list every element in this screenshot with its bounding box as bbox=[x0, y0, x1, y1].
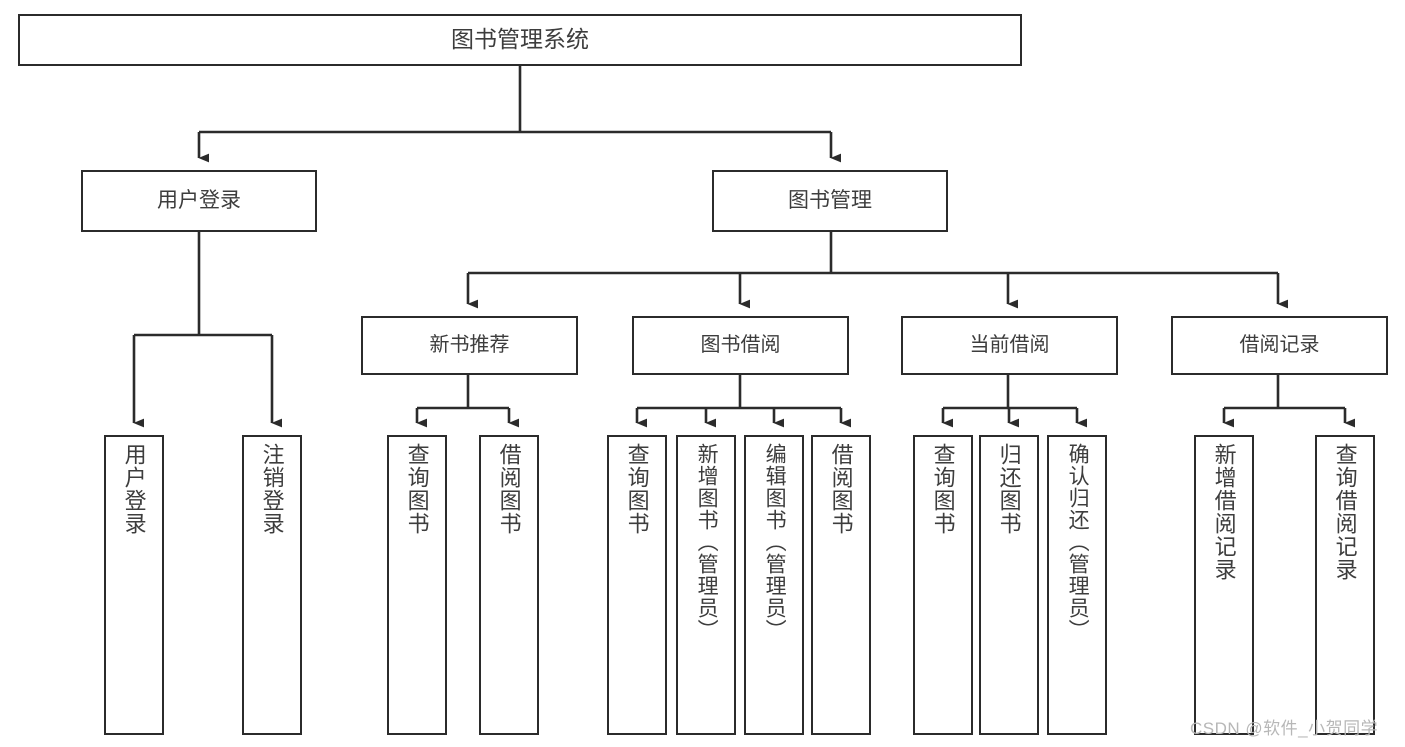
node-label: 用户登录 bbox=[157, 188, 241, 212]
node-label: 查询借阅记录 bbox=[1332, 443, 1358, 581]
node-label: 图书管理 bbox=[788, 188, 872, 212]
node-label: 图书管理系统 bbox=[451, 26, 589, 53]
leaf-edit-book-admin[interactable]: 编辑图书（管理员） bbox=[744, 435, 804, 735]
node-label: 归还图书 bbox=[996, 443, 1022, 535]
leaf-borrow-book[interactable]: 借阅图书 bbox=[811, 435, 871, 735]
leaf-return-book[interactable]: 归还图书 bbox=[979, 435, 1039, 735]
node-user-login[interactable]: 用户登录 bbox=[81, 170, 317, 232]
node-new-book-recommend[interactable]: 新书推荐 bbox=[361, 316, 578, 375]
node-label: 编辑图书（管理员） bbox=[763, 443, 787, 641]
node-label: 图书借阅 bbox=[700, 333, 781, 356]
node-label: 借阅图书 bbox=[496, 443, 522, 535]
leaf-add-book-admin[interactable]: 新增图书（管理员） bbox=[676, 435, 736, 735]
leaf-confirm-return-admin[interactable]: 确认归还（管理员） bbox=[1047, 435, 1107, 735]
node-label: 新书推荐 bbox=[429, 333, 510, 356]
node-label: 新增借阅记录 bbox=[1211, 443, 1237, 581]
node-label: 确认归还（管理员） bbox=[1066, 443, 1090, 641]
node-label: 用户登录 bbox=[121, 443, 147, 535]
node-label: 注销登录 bbox=[259, 443, 285, 535]
node-book-management-system[interactable]: 图书管理系统 bbox=[18, 14, 1022, 66]
node-label: 查询图书 bbox=[930, 443, 956, 535]
node-label: 新增图书（管理员） bbox=[695, 443, 719, 641]
leaf-query-book-recommend[interactable]: 查询图书 bbox=[387, 435, 447, 735]
node-label: 借阅记录 bbox=[1239, 333, 1320, 356]
leaf-query-book-borrow[interactable]: 查询图书 bbox=[607, 435, 667, 735]
node-book-borrow[interactable]: 图书借阅 bbox=[632, 316, 849, 375]
node-label: 当前借阅 bbox=[969, 333, 1050, 356]
leaf-borrow-book-recommend[interactable]: 借阅图书 bbox=[479, 435, 539, 735]
leaf-user-login[interactable]: 用户登录 bbox=[104, 435, 164, 735]
node-borrow-records[interactable]: 借阅记录 bbox=[1171, 316, 1388, 375]
node-label: 查询图书 bbox=[404, 443, 430, 535]
leaf-query-book-current[interactable]: 查询图书 bbox=[913, 435, 973, 735]
leaf-query-borrow-record[interactable]: 查询借阅记录 bbox=[1315, 435, 1375, 735]
node-label: 查询图书 bbox=[624, 443, 650, 535]
node-current-borrow[interactable]: 当前借阅 bbox=[901, 316, 1118, 375]
node-book-management[interactable]: 图书管理 bbox=[712, 170, 948, 232]
leaf-add-borrow-record[interactable]: 新增借阅记录 bbox=[1194, 435, 1254, 735]
node-label: 借阅图书 bbox=[828, 443, 854, 535]
watermark-text: CSDN @软件_小贺同学 bbox=[1190, 719, 1379, 738]
leaf-logout[interactable]: 注销登录 bbox=[242, 435, 302, 735]
